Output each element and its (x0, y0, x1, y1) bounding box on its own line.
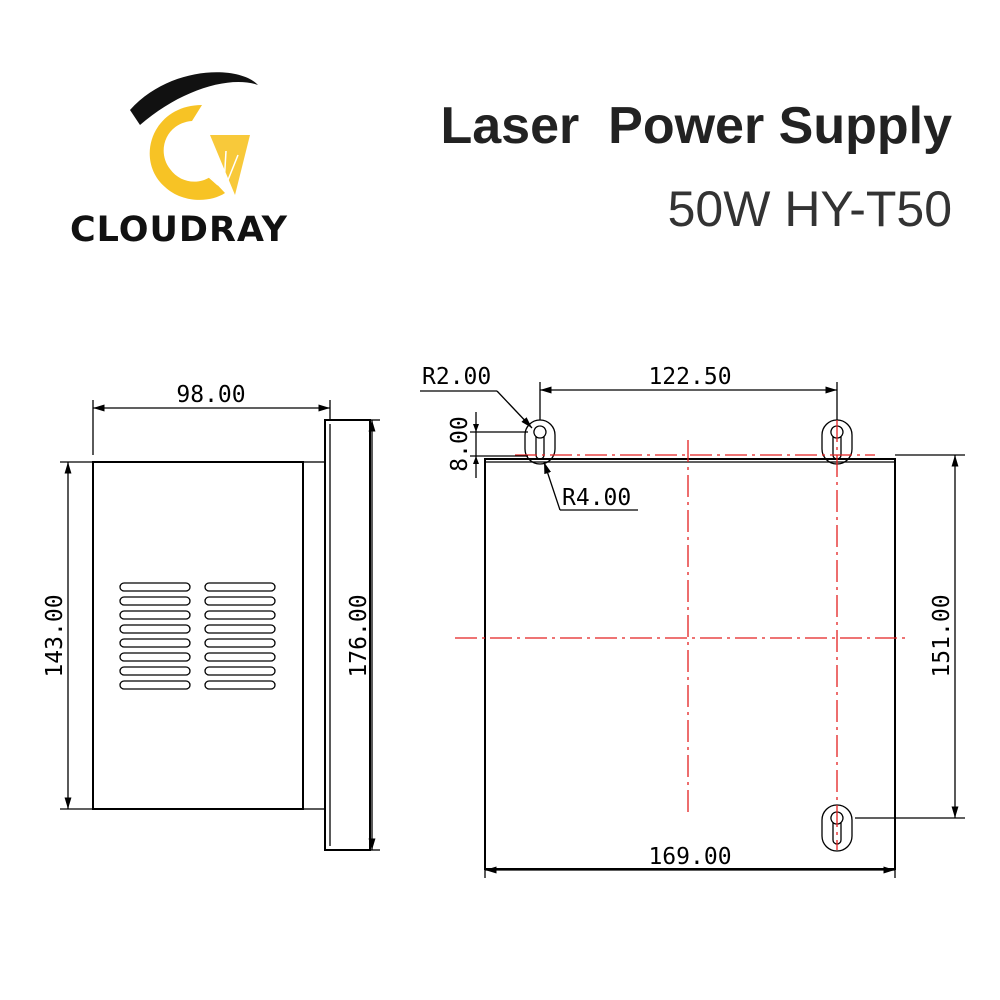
dim-flange-height: 176.00 (346, 594, 372, 677)
side-view-body (92, 461, 304, 810)
front-view: 122.50 8.00 R2.00 R4.00 151.00 169.00 (420, 364, 965, 878)
page-title: Laser Power Supply (440, 97, 953, 155)
vent-slot (204, 624, 276, 634)
dim-side-width: 98.00 (176, 382, 245, 408)
vent-slot (119, 638, 191, 648)
vent-slot (204, 652, 276, 662)
dim-hole-spacing: 122.50 (648, 364, 731, 390)
dim-front-height: 151.00 (929, 594, 955, 677)
vent-slot (119, 652, 191, 662)
vent-slot (119, 596, 191, 606)
vent-slot (119, 610, 191, 620)
logo-yellow-c (149, 105, 225, 200)
logo-yellow-wedge (210, 135, 250, 195)
mounting-slot-top-left (524, 419, 556, 465)
side-view-vents (119, 582, 276, 690)
side-view: 98.00 143.00 176.00 (42, 382, 380, 851)
vent-slot (204, 666, 276, 676)
vent-slot (119, 624, 191, 634)
dim-radius-large: R4.00 (562, 485, 631, 511)
logo-dark-arc (130, 72, 258, 125)
vent-slot (204, 582, 276, 592)
vent-slot (204, 680, 276, 690)
vent-slot (119, 680, 191, 690)
dim-front-width: 169.00 (648, 844, 731, 870)
side-view-flange-step (302, 461, 326, 810)
dim-slot-offset: 8.00 (447, 416, 473, 471)
vent-slot (119, 666, 191, 676)
logo-rays (189, 149, 239, 186)
dim-side-height: 143.00 (42, 594, 68, 677)
vent-slot (204, 596, 276, 606)
dim-radius-small: R2.00 (422, 364, 491, 390)
cloudray-logo-icon (130, 72, 258, 200)
front-view-body (484, 458, 896, 870)
vent-slot (204, 638, 276, 648)
vent-slot (204, 610, 276, 620)
model-subtitle: 50W HY-T50 (667, 181, 952, 237)
vent-slot (119, 582, 191, 592)
brand-name: CLOUDRAY (70, 210, 288, 250)
